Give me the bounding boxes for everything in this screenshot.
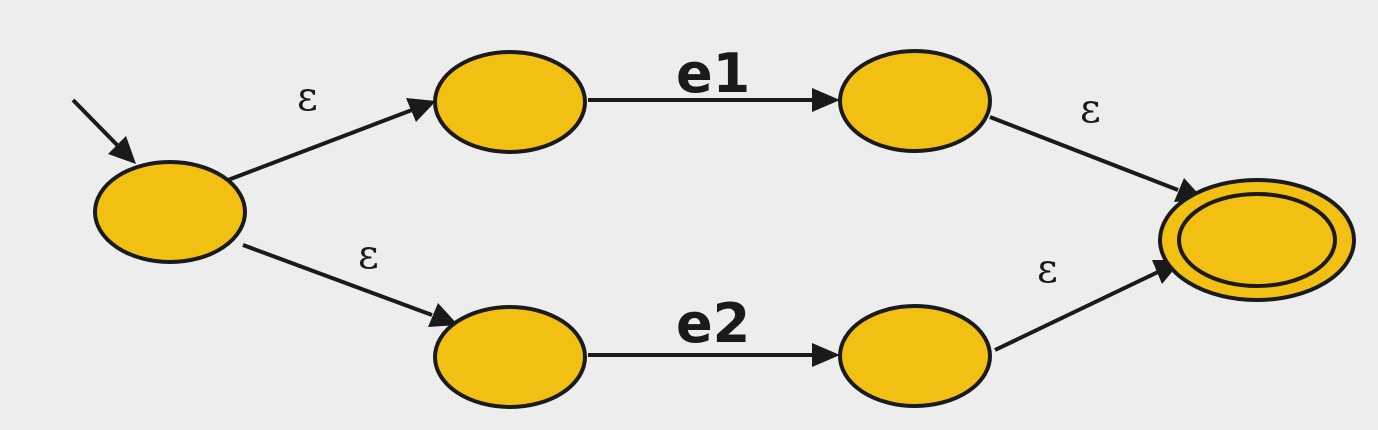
state-lower-1 — [433, 305, 587, 409]
edge-label-s0-s1: ε — [297, 74, 318, 120]
edge-label-s4-s5: ε — [1037, 246, 1058, 292]
state-lower-2 — [838, 304, 992, 408]
state-accept-inner-ring — [1177, 192, 1337, 288]
state-upper-2 — [838, 49, 992, 153]
edge-label-s0-s3: ε — [358, 232, 379, 278]
edge-label-s3-s4: e2 — [676, 292, 750, 355]
state-start — [93, 160, 247, 264]
edge-s3-s4 — [588, 343, 840, 367]
edge-label-s2-s5: ε — [1080, 86, 1101, 132]
edge-s1-s2 — [588, 88, 840, 112]
start-arrow — [71, 98, 136, 164]
edge-label-s1-s2: e1 — [676, 42, 750, 105]
state-upper-1 — [433, 50, 587, 154]
state-accept — [1158, 178, 1356, 302]
edge-s4-s5 — [994, 260, 1182, 352]
edge-s0-s1 — [227, 98, 436, 182]
edge-s0-s3 — [242, 243, 458, 327]
state-accept-outer — [1158, 178, 1356, 302]
